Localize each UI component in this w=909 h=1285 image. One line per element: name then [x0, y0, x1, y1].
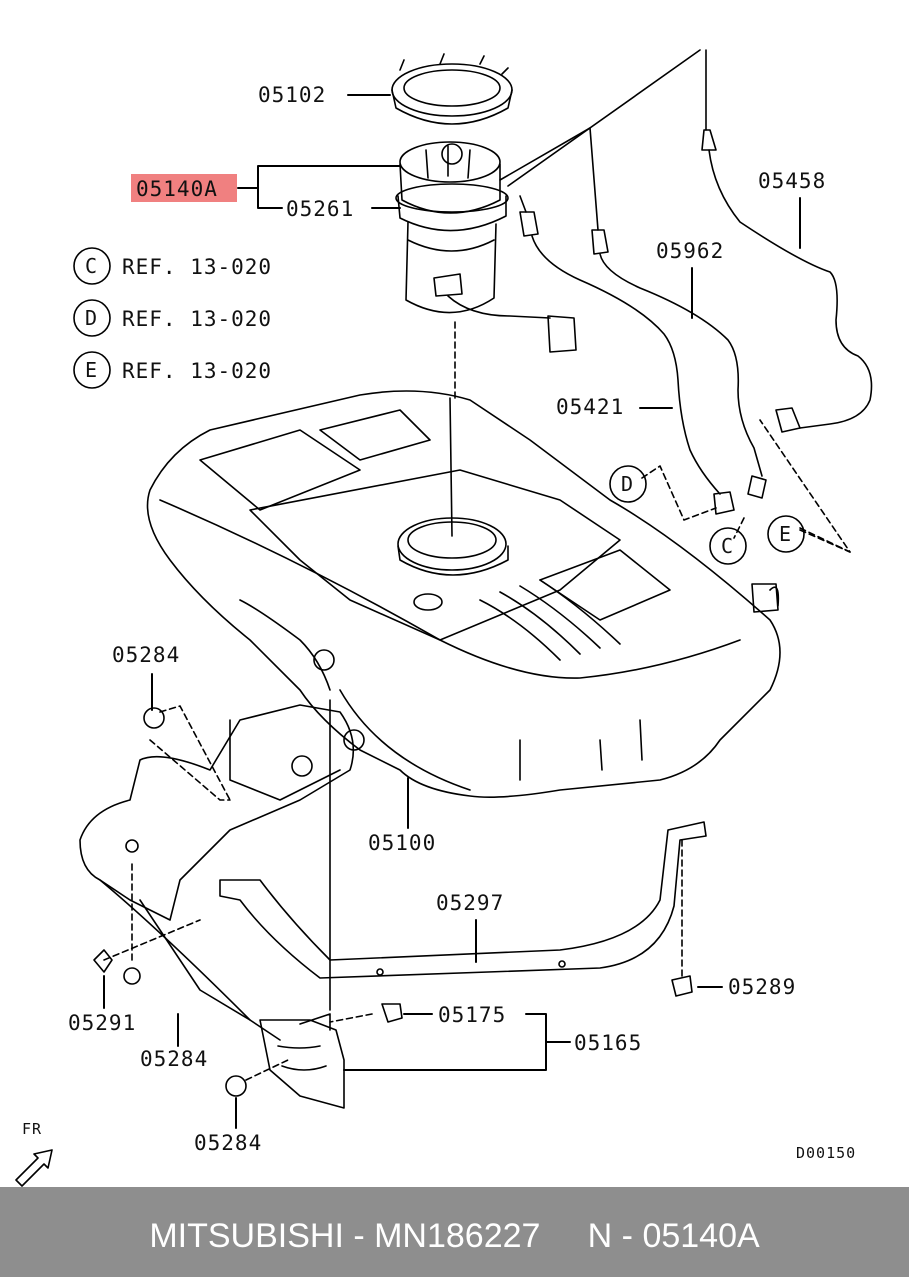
label-05165: 05165: [574, 1031, 642, 1055]
ref-d-letter: D: [85, 306, 97, 330]
footer-bar: MITSUBISHI - MN186227 N - 05140A: [0, 1187, 909, 1277]
under-protector: [79, 704, 355, 1041]
label-05421: 05421: [556, 395, 624, 419]
pump-module: [395, 49, 701, 353]
label-05284-mid: 05284: [140, 1047, 208, 1071]
drawing-code: D00150: [796, 1144, 856, 1162]
ref-e-letter: E: [85, 358, 97, 382]
label-05284-bottom: 05284: [194, 1131, 262, 1155]
label-05297: 05297: [436, 891, 504, 915]
ref-d-text: REF. 13-020: [122, 307, 272, 331]
label-05289: 05289: [728, 975, 796, 999]
front-mark: FR: [22, 1120, 42, 1138]
label-05284-top: 05284: [112, 643, 180, 667]
label-05962: 05962: [656, 239, 724, 263]
label-05100: 05100: [368, 831, 436, 855]
label-05291: 05291: [68, 1011, 136, 1035]
fuel-line-05458: [701, 49, 873, 433]
fuel-tank: [146, 321, 781, 798]
callout-d: D: [621, 472, 633, 496]
leader-lines: [103, 94, 801, 1129]
part-highlight: [131, 174, 237, 202]
label-05102: 05102: [258, 83, 326, 107]
bracket-strap: [219, 699, 707, 1011]
callout-e: E: [779, 522, 791, 546]
footer-text: MITSUBISHI - MN186227 N - 05140A: [149, 1217, 760, 1255]
label-05261: 05261: [286, 197, 354, 221]
label-05175: 05175: [438, 1003, 506, 1027]
label-05458: 05458: [758, 169, 826, 193]
ref-e-text: REF. 13-020: [122, 359, 272, 383]
callout-pointers: [641, 419, 851, 553]
ref-circles: [73, 247, 805, 565]
ref-c-text: REF. 13-020: [122, 255, 272, 279]
fasteners: [93, 705, 693, 1097]
fuel-line-05962: [589, 127, 767, 499]
ref-c-letter: C: [85, 254, 97, 278]
parts-diagram: 05102 05140A 05261 05458 05962 05421 051…: [15, 49, 873, 1187]
cap-ring: [391, 53, 513, 125]
fuel-line-05421: [519, 195, 735, 515]
callout-c: C: [721, 534, 733, 558]
front-arrow-icon: [15, 1149, 53, 1187]
label-05140a: 05140A: [136, 177, 218, 201]
heat-protector: [259, 1013, 345, 1109]
